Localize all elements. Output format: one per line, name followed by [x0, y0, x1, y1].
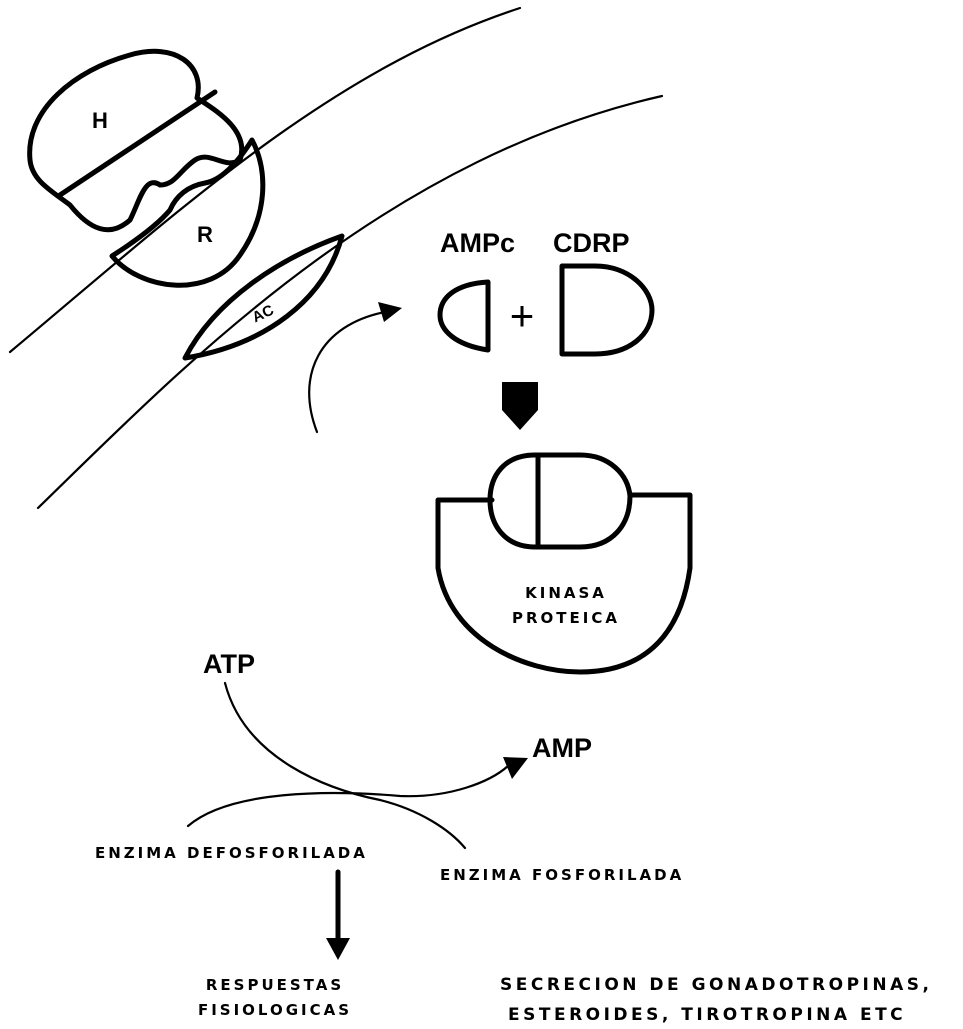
camp-shape [440, 282, 488, 350]
membrane-inner-line [38, 96, 662, 508]
dephosphorylated-to-amp-curve [188, 766, 508, 826]
cdrp-shape [562, 266, 652, 354]
responses-label-line2: FISIOLOGICAS [198, 1001, 352, 1019]
secretion-label-line1: SECRECION DE GONADOTROPINAS, [500, 975, 932, 995]
adenylate-cyclase-shape [185, 236, 342, 358]
camp-label: AMPc [440, 228, 515, 258]
hormone-divider-line [60, 92, 215, 195]
responses-arrowhead [326, 938, 350, 960]
responses-label-line1: RESPUESTAS [206, 976, 344, 994]
amp-label: AMP [532, 733, 592, 763]
phosphorylated-enzyme-label: ENZIMA FOSFORILADA [440, 866, 684, 884]
secretion-label-line2: ESTEROIDES, TIROTROPINA ETC [508, 1005, 906, 1025]
atp-label: ATP [203, 649, 255, 679]
bound-complex-shape [490, 455, 630, 547]
atp-to-phosphorylated-curve [225, 683, 465, 848]
hormone-shape [30, 51, 242, 229]
receptor-label: R [197, 222, 213, 247]
ac-to-camp-arrow-line [309, 312, 385, 432]
hormone-label: H [92, 108, 108, 133]
plus-sign: + [510, 292, 535, 339]
cdrp-label: CDRP [553, 228, 630, 258]
adenylate-cyclase-label: AC [250, 302, 277, 327]
kinase-label-line1: KINASA [525, 584, 607, 602]
binding-down-arrow [502, 382, 538, 430]
dephosphorylated-enzyme-label: ENZIMA DEFOSFORILADA [95, 844, 368, 862]
ac-to-camp-arrowhead [378, 302, 402, 322]
kinase-label-line2: PROTEICA [512, 609, 620, 627]
